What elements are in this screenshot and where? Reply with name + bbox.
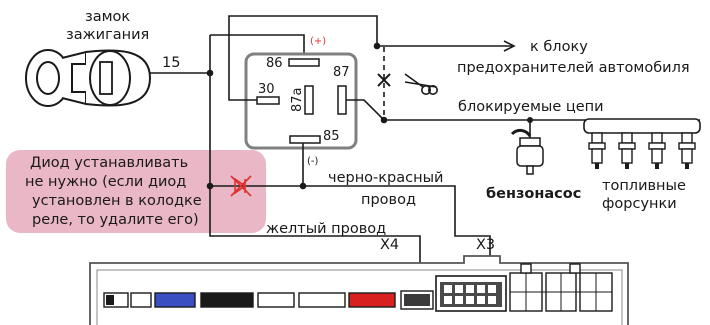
junction-dot-diode-right: [299, 182, 307, 190]
diode-note-line3: установлен в колодке: [32, 193, 202, 209]
x3-label: X3: [476, 237, 495, 253]
junction-dot-pump: [527, 117, 533, 123]
blocked-circuits-label: блокируемые цепи: [458, 99, 604, 115]
black-red-wire: [210, 185, 491, 298]
wire-15-label: 15: [162, 55, 180, 71]
injectors-label-line2: форсунки: [602, 196, 677, 212]
relay-minus-mark: (-): [307, 156, 319, 167]
ignition-label-line1: замок: [85, 9, 130, 25]
injectors-label-line1: топливные: [602, 178, 686, 194]
relay-body: [244, 52, 358, 150]
connector-black: [200, 292, 254, 308]
connector-2: [130, 292, 152, 308]
wire-87-to-circuits: [346, 99, 700, 121]
relay-pin-30: [256, 96, 280, 105]
connector-blue: [154, 292, 196, 308]
connector-red: [348, 292, 396, 308]
x4-label: X4: [380, 237, 399, 253]
diode-note-background: [6, 150, 266, 233]
wire-30-to-fuse: [228, 15, 378, 101]
control-unit: [89, 255, 629, 325]
junction-dot-diode-left: [206, 182, 214, 190]
fuel-injectors-icon: [583, 118, 701, 169]
fuel-pump-icon: [510, 128, 544, 175]
black-red-wire-label-line2: провод: [361, 192, 416, 208]
black-red-wire-label-line1: черно-красный: [328, 170, 443, 186]
diode-icon: [230, 175, 252, 197]
cut-x-mark: [377, 73, 391, 87]
relay-label-87: 87: [333, 65, 350, 80]
fuse-label-line1: к блоку: [530, 39, 588, 55]
diode-note-line4: реле, то удалите его): [32, 212, 199, 228]
diode-note-line2: не нужно (если диод: [25, 174, 186, 190]
relay-pin-86: [288, 58, 320, 67]
relay-label-86: 86: [266, 56, 283, 71]
relay-pin-87a: [304, 85, 314, 115]
relay-label-30: 30: [258, 82, 275, 97]
relay-label-85: 85: [323, 129, 340, 144]
connector-white-2: [298, 292, 346, 308]
relay-plus-mark: (+): [310, 36, 326, 47]
wire-to-86-top: [210, 34, 305, 57]
ignition-label-line2: зажигания: [66, 27, 149, 43]
relay-pin-85: [289, 135, 321, 144]
arrow-head-fuse: [503, 40, 516, 52]
connector-white-1: [257, 292, 295, 308]
fuel-pump-label: бензонасос: [486, 186, 581, 202]
relay-pin-87: [337, 85, 347, 115]
fuse-label-line2: предохранителей автомобиля: [457, 60, 690, 76]
junction-dot-15: [206, 69, 214, 77]
yellow-wire-label: желтый провод: [266, 221, 386, 237]
scissors-icon: [404, 73, 438, 96]
relay-label-87a: 87a: [290, 87, 305, 112]
diode-note-line1: Диод устанавливать: [30, 155, 188, 171]
ignition-lock-icon: [25, 49, 152, 107]
junction-dot-circuits: [380, 116, 388, 124]
junction-dot-fuse: [373, 42, 381, 50]
